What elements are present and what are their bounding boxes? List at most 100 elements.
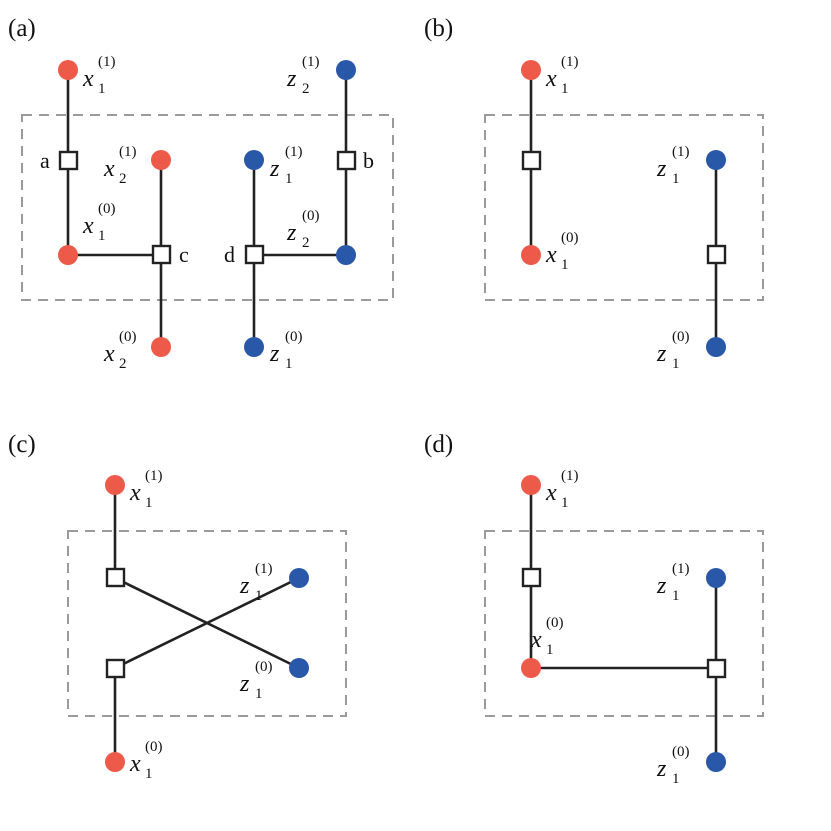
label-z1-0: z (0) 1 xyxy=(239,659,273,702)
variable-label-part: (0) xyxy=(285,329,303,345)
variable-label-part: (0) xyxy=(302,208,320,224)
node-z1-1 xyxy=(706,150,726,170)
variable-label-part: 1 xyxy=(98,81,106,97)
panel-b: (b) x (1) 1 x (0) 1 z (1) 1 z (0) 1 xyxy=(424,15,764,372)
variable-label-part: (1) xyxy=(561,54,579,70)
variable-label-part: x xyxy=(103,341,115,367)
label-x2-1: x (1) 2 xyxy=(103,144,137,187)
node-x1-1 xyxy=(58,60,78,80)
node-z1-1 xyxy=(244,150,264,170)
label-z1-1: z (1) 1 xyxy=(269,144,303,187)
label-z1-1: z (1) 1 xyxy=(656,561,690,604)
variable-label-part: (0) xyxy=(145,739,163,755)
node-x2-0 xyxy=(151,337,171,357)
factor-c-tag: c xyxy=(179,242,189,267)
node-x1-0 xyxy=(521,245,541,265)
variable-label-part: 2 xyxy=(119,171,127,187)
factor-b-square xyxy=(336,150,357,171)
panel-b-label: (b) xyxy=(424,15,453,42)
variable-label-part: z xyxy=(269,341,280,367)
variable-label-part: z xyxy=(269,156,280,182)
factor-a-tag: a xyxy=(40,148,50,173)
variable-label-part: (1) xyxy=(255,561,273,577)
variable-label-part: x xyxy=(82,66,94,92)
variable-label-part: (0) xyxy=(119,329,137,345)
variable-label-part: (1) xyxy=(145,468,163,484)
factor-square xyxy=(105,658,126,679)
factor-d-tag: d xyxy=(224,242,235,267)
variable-label-part: 1 xyxy=(98,228,106,244)
variable-label-part: x xyxy=(82,213,94,239)
factor-square xyxy=(105,567,126,588)
variable-label-part: 1 xyxy=(672,588,680,604)
variable-label-part: x xyxy=(545,480,557,506)
panel-a-label: (a) xyxy=(8,15,36,42)
panel-c-dashed-box xyxy=(67,530,347,717)
variable-label-part: x xyxy=(103,156,115,182)
variable-label-part: (0) xyxy=(672,329,690,345)
variable-label-part: 1 xyxy=(672,171,680,187)
variable-label-part: (1) xyxy=(98,54,116,70)
label-x1-0: x (0) 1 xyxy=(530,615,564,658)
variable-label-part: z xyxy=(656,156,667,182)
factor-a-square xyxy=(58,150,79,171)
node-x1-1 xyxy=(521,475,541,495)
node-x1-1 xyxy=(105,475,125,495)
node-z2-0 xyxy=(336,245,356,265)
node-z1-0 xyxy=(244,337,264,357)
variable-label-part: z xyxy=(286,66,297,92)
label-z2-1: z (1) 2 xyxy=(286,54,320,97)
variable-label-part: z xyxy=(656,341,667,367)
panel-d-label: (d) xyxy=(424,431,453,458)
variable-label-part: x xyxy=(129,480,141,506)
variable-label-part: x xyxy=(545,66,557,92)
panel-a: (a) a c b d x (1) 1 x (1) 2 xyxy=(8,15,394,372)
factor-b-tag: b xyxy=(363,148,374,173)
variable-label-part: z xyxy=(656,573,667,599)
label-z1-1: z (1) 1 xyxy=(239,561,273,604)
variable-label-part: 2 xyxy=(302,81,310,97)
node-z1-0 xyxy=(706,337,726,357)
node-z1-0 xyxy=(289,658,309,678)
node-z1-1 xyxy=(706,568,726,588)
label-z1-1: z (1) 1 xyxy=(656,144,690,187)
variable-label-part: (0) xyxy=(546,615,564,631)
label-z1-0: z (0) 1 xyxy=(656,329,690,372)
variable-label-part: 1 xyxy=(285,171,293,187)
variable-label-part: 2 xyxy=(302,235,310,251)
label-x1-0: x (0) 1 xyxy=(545,230,579,273)
label-x2-0: x (0) 2 xyxy=(103,329,137,372)
node-z1-0 xyxy=(706,752,726,772)
variable-label-part: 1 xyxy=(285,356,293,372)
label-z2-0: z (0) 2 xyxy=(286,208,320,251)
label-x1-1: x (1) 1 xyxy=(545,54,579,97)
label-x1-0: x (0) 1 xyxy=(82,201,116,244)
panel-b-dashed-box xyxy=(484,114,764,301)
variable-label-part: (1) xyxy=(672,144,690,160)
node-x2-1 xyxy=(151,150,171,170)
factor-square xyxy=(706,658,727,679)
panel-a-dashed-box xyxy=(21,114,394,301)
factor-square xyxy=(521,150,542,171)
variable-label-part: 1 xyxy=(561,257,569,273)
variable-label-part: (0) xyxy=(672,744,690,760)
variable-label-part: (1) xyxy=(285,144,303,160)
variable-label-part: z xyxy=(656,756,667,782)
variable-label-part: 1 xyxy=(255,686,263,702)
label-x1-1: x (1) 1 xyxy=(129,468,163,511)
factor-square xyxy=(706,244,727,265)
label-z1-0: z (0) 1 xyxy=(656,744,690,787)
panel-d-dashed-box xyxy=(484,530,764,717)
variable-label-part: 1 xyxy=(546,642,554,658)
label-x1-1: x (1) 1 xyxy=(82,54,116,97)
variable-label-part: x xyxy=(129,751,141,777)
variable-label-part: 1 xyxy=(672,356,680,372)
node-z2-1 xyxy=(336,60,356,80)
variable-label-part: (0) xyxy=(561,230,579,246)
variable-label-part: 2 xyxy=(119,356,127,372)
node-x1-1 xyxy=(521,60,541,80)
panel-c: (c) x (1) 1 z (1) 1 z (0) 1 x (0) xyxy=(8,431,347,782)
variable-label-part: z xyxy=(239,573,250,599)
panel-c-label: (c) xyxy=(8,431,36,458)
